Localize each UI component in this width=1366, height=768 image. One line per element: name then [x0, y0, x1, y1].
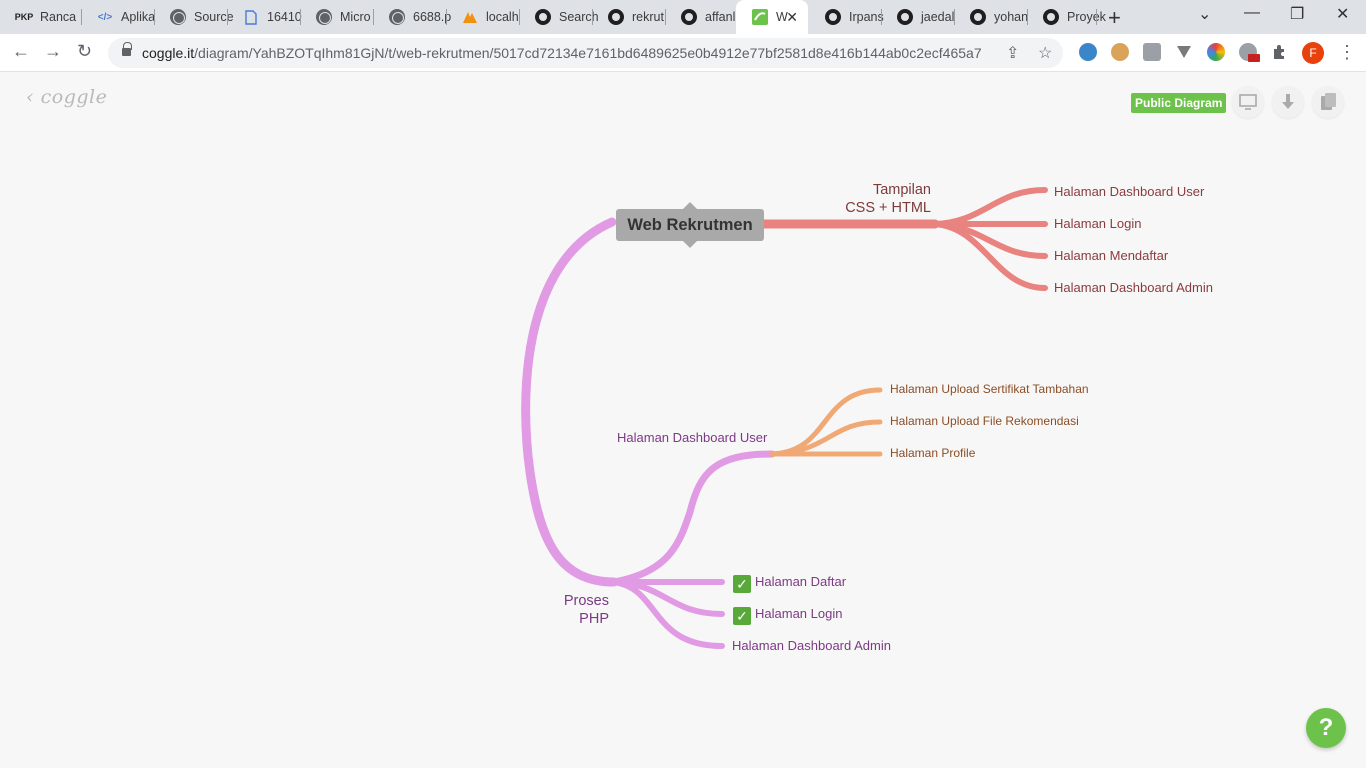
mindmap-branches: [521, 187, 1048, 649]
profile-avatar[interactable]: F: [1302, 42, 1324, 64]
phpmyadmin-icon: [462, 9, 478, 25]
reload-icon[interactable]: ↻: [77, 41, 93, 61]
github-icon: [825, 9, 841, 25]
tab-16410[interactable]: 16410: [227, 0, 302, 34]
code-icon: </>: [97, 11, 113, 23]
minimize-icon[interactable]: —: [1244, 4, 1260, 21]
tab-localhost[interactable]: localh: [446, 0, 519, 34]
github-icon: [1043, 9, 1059, 25]
extensions-puzzle-icon[interactable]: [1271, 43, 1289, 61]
tab-aplika[interactable]: </> Aplika: [97, 10, 156, 24]
github-icon: [970, 9, 986, 25]
coggle-logo[interactable]: ‹ coggle: [26, 86, 108, 108]
github-icon: [681, 9, 697, 25]
extension-color-picker-icon[interactable]: [1207, 43, 1225, 61]
tab-web-rekrutmen-active[interactable]: W ✕: [736, 0, 808, 34]
copy-icon: [1321, 93, 1336, 110]
node-tampilan-dashboard-admin[interactable]: Halaman Dashboard Admin: [1054, 280, 1213, 295]
back-icon[interactable]: ←: [12, 41, 30, 61]
branch-dashboard-user: [610, 450, 776, 586]
tab-search-chevron-icon[interactable]: ⌄: [1198, 6, 1212, 23]
share-icon[interactable]: ⇪: [1006, 45, 1020, 62]
root-handle-bottom: [682, 240, 698, 248]
address-bar[interactable]: coggle.it/diagram/YahBZOTqIhm81GjN/t/web…: [108, 38, 1063, 68]
lock-icon: [122, 42, 132, 57]
globe-icon: [170, 9, 186, 25]
tab-6688[interactable]: 6688.p: [373, 0, 451, 34]
node-proses-dashboard-user[interactable]: Halaman Dashboard User: [617, 430, 768, 445]
extension-c-icon[interactable]: [1143, 43, 1161, 61]
checkmark-icon: ✓: [733, 607, 751, 625]
node-tampilan-mendaftar[interactable]: Halaman Mendaftar: [1054, 248, 1169, 263]
extension-badge-indicator: [1248, 54, 1260, 62]
node-proses-php[interactable]: Proses PHP: [563, 593, 609, 627]
tab-rekrut[interactable]: rekrut: [592, 0, 664, 34]
root-node-web-rekrutmen[interactable]: Web Rekrutmen: [616, 209, 764, 241]
node-proses-daftar[interactable]: ✓Halaman Daftar: [733, 574, 846, 593]
node-tampilan-dashboard-user[interactable]: Halaman Dashboard User: [1054, 184, 1205, 199]
present-icon: [1239, 94, 1257, 110]
branch-proses: [521, 217, 619, 587]
tab-proyek[interactable]: Proyek: [1027, 0, 1106, 34]
github-icon: [535, 9, 551, 25]
node-profile[interactable]: Halaman Profile: [890, 446, 976, 460]
tab-affanl[interactable]: affanl: [665, 0, 735, 34]
close-window-icon[interactable]: ✕: [1336, 6, 1350, 23]
download-button[interactable]: [1272, 86, 1304, 118]
download-icon: [1282, 94, 1294, 109]
coggle-canvas: ‹ coggle Public Diagram Web Rekrutmen: [0, 72, 1366, 768]
tab-source[interactable]: Source: [154, 0, 234, 34]
help-button[interactable]: ?: [1306, 708, 1346, 748]
browser-toolbar: ← → ↻ coggle.it/diagram/YahBZOTqIhm81GjN…: [0, 34, 1366, 72]
forward-icon[interactable]: →: [44, 41, 62, 61]
close-tab-icon[interactable]: ✕: [786, 9, 798, 25]
node-proses-dashboard-admin[interactable]: Halaman Dashboard Admin: [732, 638, 891, 653]
tab-micro[interactable]: Micro: [300, 0, 372, 34]
node-upload-sertifikat[interactable]: Halaman Upload Sertifikat Tambahan: [890, 382, 1089, 396]
extension-owl-icon[interactable]: [1111, 43, 1129, 61]
restore-icon[interactable]: ❐: [1290, 6, 1305, 23]
present-button[interactable]: [1232, 86, 1264, 118]
copy-button[interactable]: [1312, 86, 1344, 118]
extension-globe-icon[interactable]: [1079, 43, 1097, 61]
node-tampilan-login[interactable]: Halaman Login: [1054, 216, 1142, 231]
globe-icon: [389, 9, 405, 25]
node-proses-login[interactable]: ✓Halaman Login: [733, 606, 842, 625]
url-text: coggle.it/diagram/YahBZOTqIhm81GjN/t/web…: [142, 45, 982, 61]
node-tampilan[interactable]: Tampilan CSS + HTML: [845, 182, 931, 216]
tab-ranca[interactable]: PKP Ranca: [14, 10, 77, 24]
branch-tampilan-child-4: [932, 221, 1048, 291]
branch-proses-child-3: [611, 579, 725, 649]
coggle-icon: [752, 9, 768, 25]
branch-tampilan-child-1: [932, 187, 1048, 227]
node-upload-file-rekomendasi[interactable]: Halaman Upload File Rekomendasi: [890, 414, 1079, 428]
tab-yohan[interactable]: yohan: [954, 0, 1028, 34]
tab-jaedal[interactable]: jaedal: [881, 0, 954, 34]
browser-menu-icon[interactable]: ⋮: [1338, 42, 1356, 62]
extension-v-icon[interactable]: [1175, 43, 1193, 61]
github-icon: [897, 9, 913, 25]
globe-icon: [316, 9, 332, 25]
checkmark-icon: ✓: [733, 575, 751, 593]
github-icon: [608, 9, 624, 25]
new-tab-icon[interactable]: +: [1108, 5, 1121, 30]
bookmark-star-icon[interactable]: ☆: [1038, 45, 1053, 62]
document-icon: [243, 9, 259, 25]
tab-irpans[interactable]: Irpans: [809, 0, 884, 34]
root-handle-top: [682, 202, 698, 210]
pkp-icon: PKP: [14, 12, 34, 22]
tab-search[interactable]: Search: [519, 0, 599, 34]
public-diagram-button[interactable]: Public Diagram: [1131, 93, 1227, 113]
tab-strip: PKP Ranca </> Aplika Source 16410 Micro …: [0, 0, 1366, 34]
